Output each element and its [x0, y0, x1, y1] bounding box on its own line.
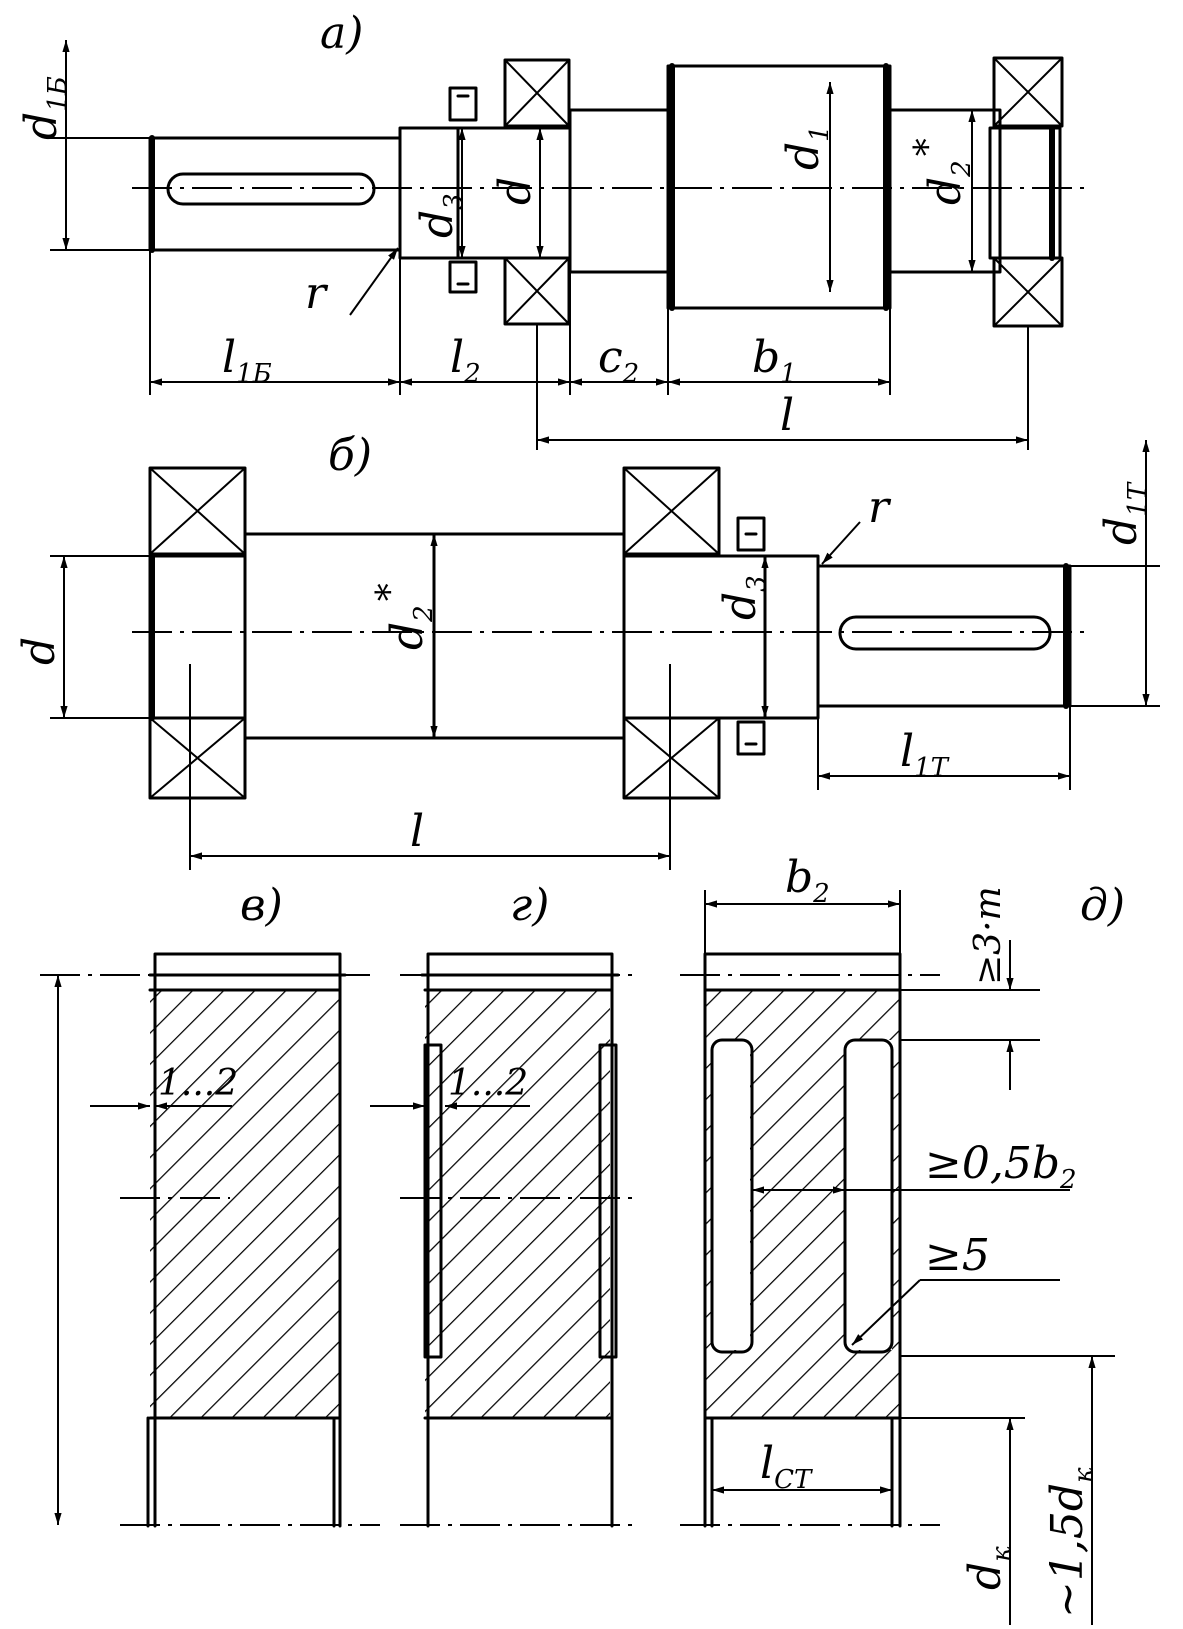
- bearing-b-left-top: [148, 466, 247, 556]
- seal-b-top: [736, 516, 766, 552]
- label-l2: l2: [450, 332, 481, 389]
- view-d-title: д): [1080, 880, 1125, 931]
- view-v-solid-gear: в) 1...2: [40, 880, 380, 1528]
- view-b-output-shaft: б): [14, 430, 1160, 870]
- label-r-a: r: [305, 268, 329, 319]
- shaft-b-left-journal: [148, 554, 247, 720]
- label-l-a: l: [780, 390, 794, 441]
- svg-text:d1: d1: [778, 125, 835, 170]
- label-d-b: d: [14, 637, 65, 665]
- bearing-a-left-bottom: [503, 256, 571, 326]
- label-1-2-g: 1...2: [448, 1063, 528, 1104]
- gear-d-hatched-section: [705, 990, 900, 1418]
- seal-a-bottom: [448, 260, 478, 294]
- bearing-b-left-bottom: [148, 716, 247, 800]
- view-g-title: г): [510, 880, 549, 931]
- label-r-b: r: [868, 482, 892, 533]
- view-d-webbed-gear: д) b2 ≥3·m ≥0,5b2 ≥5 l: [680, 852, 1125, 1625]
- label-ge05b2: ≥0,5b2: [925, 1138, 1077, 1195]
- view-a-title: а): [320, 8, 363, 59]
- label-ge5: ≥5: [925, 1230, 990, 1281]
- seal-b-bottom: [736, 720, 766, 756]
- seal-a-top: [448, 86, 478, 122]
- svg-text:dк: dк: [960, 1546, 1017, 1590]
- label-ge3m: ≥3·m: [968, 886, 1009, 985]
- svg-text:d3: d3: [412, 193, 469, 238]
- keyway-a: [166, 172, 376, 206]
- label-b2: b2: [785, 852, 830, 909]
- view-b-title: б): [328, 430, 372, 481]
- label-b1: b1: [752, 332, 797, 389]
- bearing-b-right-bottom: [622, 716, 721, 800]
- label-dk: dк: [960, 1546, 1017, 1590]
- label-l-b: l: [410, 806, 424, 857]
- svg-text:d2*: d2*: [908, 138, 977, 205]
- gear-g-left-recess: [423, 1043, 443, 1359]
- label-d2-b: d2*: [370, 583, 439, 650]
- label-1-5dk: ~1,5dк: [1042, 1467, 1099, 1618]
- bearing-a-left-top: [503, 58, 571, 128]
- gear-g-right-recess: [598, 1043, 618, 1359]
- keyway-b: [838, 615, 1052, 651]
- label-lct: lСТ: [760, 1438, 813, 1495]
- label-c2: c2: [598, 332, 639, 389]
- shaft-a-collar: [568, 108, 670, 274]
- bearing-a-right-bottom: [992, 256, 1064, 328]
- gear-g-hatched-section: [425, 990, 610, 1418]
- gear-d-right-pocket: [843, 1038, 894, 1354]
- bearing-a-right-top: [992, 56, 1064, 128]
- shaft-a-right-journal: [888, 108, 1002, 274]
- label-d2-a: d2*: [908, 138, 977, 205]
- gear-v-hatched-section: [150, 990, 340, 1418]
- label-d3-b: d3: [715, 575, 772, 620]
- svg-text:d2*: d2*: [370, 583, 439, 650]
- svg-text:d1Б: d1Б: [16, 76, 73, 140]
- label-d1: d1: [778, 125, 835, 170]
- gear-d-left-pocket: [710, 1038, 754, 1354]
- svg-text:d1Т: d1Т: [1096, 481, 1153, 545]
- bearing-b-right-top: [622, 466, 721, 556]
- view-a-input-shaft: а): [16, 8, 1085, 450]
- svg-text:≥3·m: ≥3·m: [968, 886, 1009, 985]
- svg-text:d: d: [14, 637, 65, 665]
- label-d1t: d1Т: [1096, 481, 1153, 545]
- svg-text:d: d: [490, 177, 541, 205]
- svg-text:d3: d3: [715, 575, 772, 620]
- label-d1b: d1Б: [16, 76, 73, 140]
- label-l1t: l1Т: [900, 726, 950, 783]
- label-1-2-v: 1...2: [158, 1063, 238, 1104]
- shaft-b-right-journal: [622, 554, 820, 720]
- svg-text:~1,5dк: ~1,5dк: [1042, 1467, 1099, 1618]
- shaft-a-input-end: [148, 136, 402, 252]
- shaft-b-output-end: [816, 564, 1072, 708]
- label-d3-a: d3: [412, 193, 469, 238]
- label-l1b: l1Б: [222, 332, 272, 389]
- view-v-title: в): [240, 880, 283, 931]
- view-g-recessed-gear: г) 1...2: [370, 880, 640, 1528]
- label-d-a: d: [490, 177, 541, 205]
